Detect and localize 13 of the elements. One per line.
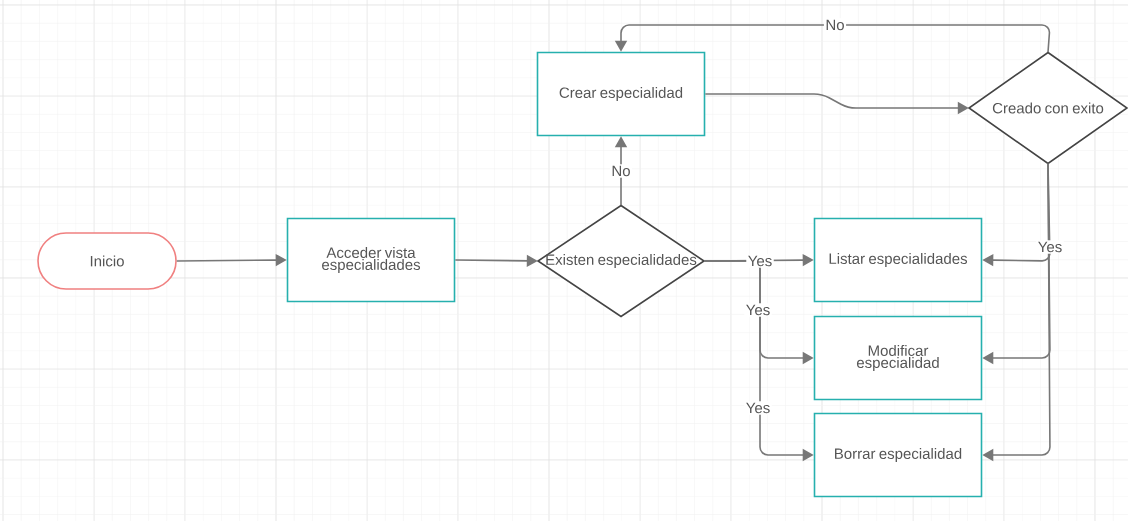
edge-label: Yes xyxy=(746,254,774,268)
start-terminal: Inicio xyxy=(37,232,177,290)
edge-label: No xyxy=(823,18,847,32)
process-box: Crear especialidad xyxy=(536,51,706,137)
edge-label: No xyxy=(609,164,633,178)
process-box: Modificar especialidad xyxy=(813,315,983,401)
edge-label: Yes xyxy=(1036,240,1064,254)
process-box: Acceder vista especialidades xyxy=(286,217,456,303)
node-label: Creado con exito xyxy=(992,102,1104,114)
process-box: Borrar especialidad xyxy=(813,412,983,498)
edge-label: Yes xyxy=(744,401,772,415)
process-box: Listar especialidades xyxy=(813,217,983,303)
edge-label: Yes xyxy=(744,303,772,317)
